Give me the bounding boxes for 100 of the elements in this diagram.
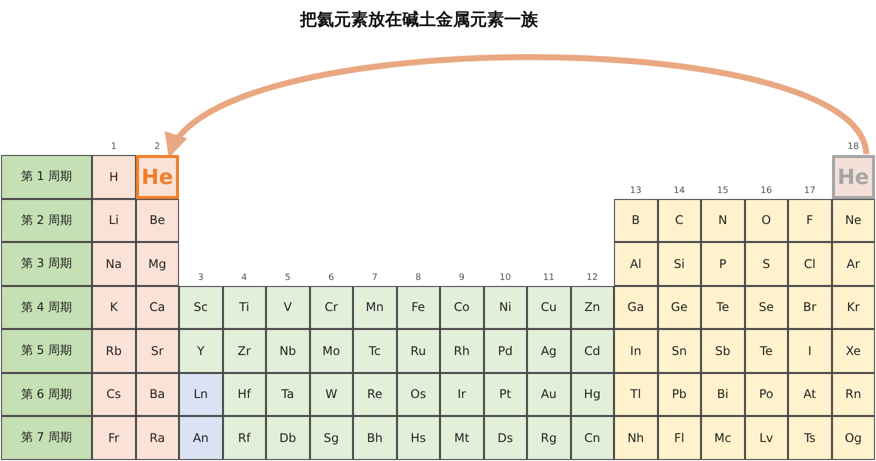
element-cell: Mo [310,329,353,372]
element-cell: Ra [136,416,179,460]
element-cell: Se [744,286,788,329]
element-cell: Os [396,372,440,416]
element-cell: Ta [266,372,310,416]
element-cell: Cu [527,286,570,329]
element-cell: Mt [440,416,484,460]
element-cell: Ru [396,329,440,372]
element-cell: Re [353,372,396,416]
element-cell: Zn [570,286,614,329]
element-cell: Ds [484,416,527,460]
element-cell: Po [744,372,788,416]
element-cell: Be [136,198,179,242]
element-cell: Sg [310,416,353,460]
period-label: 第 2 周期 [1,198,92,242]
period-label: 第 7 周期 [1,416,92,460]
element-cell: Te [744,329,788,372]
element-cell: Pb [658,372,701,416]
element-cell: S [744,242,788,286]
element-cell: Pd [484,329,527,372]
element-cell: Co [440,286,484,329]
element-cell: Ni [484,286,527,329]
element-cell: Ar [832,242,875,286]
element-cell: Cs [92,372,136,416]
element-cell: Cn [570,416,614,460]
element-cell: Fe [396,286,440,329]
element-cell: Fr [92,416,136,460]
element-cell: Og [832,416,875,460]
element-cell: Al [614,242,658,286]
element-cell: Lv [744,416,788,460]
element-cell: Ne [832,198,875,242]
edge-label: 把氦元素放在碱土金属元素一族 [300,9,538,31]
element-cell: Na [92,242,136,286]
group-number: 11 [542,272,556,282]
period-label: 第 5 周期 [1,329,92,372]
element-cell: H [92,155,136,198]
element-cell: Sr [136,329,179,372]
period-label: 第 4 周期 [1,286,92,329]
curved-arrow [167,54,870,157]
element-cell: Rf [222,416,266,460]
element-cell: Y [179,329,222,372]
element-cell: Ln [179,372,222,416]
element-cell: Si [658,242,701,286]
element-cell: Fl [658,416,701,460]
element-cell: Tc [353,329,396,372]
group-number: 16 [760,186,773,196]
element-cell: Ge [658,286,701,329]
element-cell: Ir [440,372,484,416]
period-label: 第 1 周期 [1,155,92,198]
period-label: 第 6 周期 [1,372,92,416]
element-cell: N [701,198,744,242]
element-cell: Pt [484,372,527,416]
element-cell: An [179,416,222,460]
element-cell: Bh [353,416,396,460]
group-number: 17 [803,186,816,196]
element-cell: C [658,198,701,242]
element-cell: Cr [310,286,353,329]
group-number: 1 [110,142,118,152]
element-cell: Cd [570,329,614,372]
element-cell: P [701,242,744,286]
element-cell: He [136,155,179,198]
element-cell: Sb [701,329,744,372]
element-cell: O [744,198,788,242]
element-cell: Zr [222,329,266,372]
group-number: 13 [629,186,642,196]
element-cell: Xe [832,329,875,372]
element-cell: Te [701,286,744,329]
element-cell: Rh [440,329,484,372]
element-cell: Li [92,198,136,242]
element-cell: In [614,329,658,372]
element-cell: Db [266,416,310,460]
element-cell: Tl [614,372,658,416]
element-cell: He [832,155,875,198]
element-cell: F [788,198,832,242]
period-label: 第 3 周期 [1,242,92,286]
element-cell: Bi [701,372,744,416]
element-cell: Sn [658,329,701,372]
element-cell: Nb [266,329,310,372]
element-cell: K [92,286,136,329]
group-number: 9 [458,272,466,282]
element-cell: Mn [353,286,396,329]
group-number: 15 [716,186,730,196]
element-cell: At [788,372,832,416]
group-number: 14 [672,186,686,196]
group-number: 18 [846,142,860,152]
group-number: 10 [498,272,512,282]
group-number: 12 [586,272,599,282]
element-cell: Hf [222,372,266,416]
element-cell: Rg [527,416,570,460]
element-cell: Ti [222,286,266,329]
element-cell: Ba [136,372,179,416]
group-number: 5 [284,272,292,282]
element-cell: I [788,329,832,372]
group-number: 4 [240,272,248,282]
element-cell: Ca [136,286,179,329]
element-cell: Hg [570,372,614,416]
element-cell: Hs [396,416,440,460]
element-cell: Rb [92,329,136,372]
element-cell: Mc [701,416,744,460]
group-number: 6 [327,272,336,282]
